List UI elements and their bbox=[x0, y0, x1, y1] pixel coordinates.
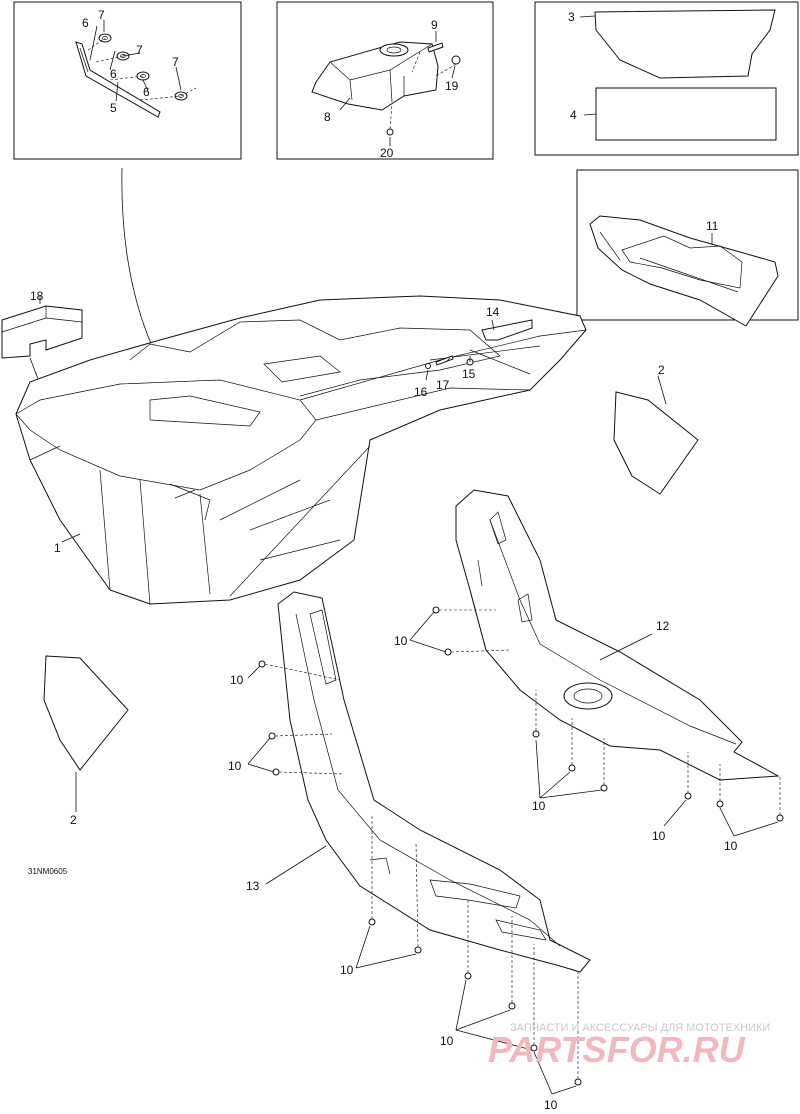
watermark: ЗАПЧАСТИ И АКСЕССУАРЫ ДЛЯ МОТОТЕХНИКИ PA… bbox=[488, 1022, 770, 1070]
callout-10: 10 bbox=[532, 799, 546, 813]
callout-10: 10 bbox=[228, 759, 242, 773]
inset-decals: 3 4 bbox=[534, 1, 799, 156]
callout-11: 11 bbox=[706, 219, 719, 233]
callout-17: 17 bbox=[436, 378, 450, 392]
callout-10: 10 bbox=[724, 839, 738, 853]
callout-3: 3 bbox=[568, 10, 575, 24]
part-side-panel-right: 2 bbox=[613, 363, 699, 495]
callout-6: 6 bbox=[143, 85, 150, 99]
watermark-brand: PARTSFOR.RU bbox=[488, 1029, 746, 1070]
callout-1: 1 bbox=[54, 541, 61, 555]
callout-10: 10 bbox=[652, 829, 666, 843]
drawing-code: 31NM0605 bbox=[28, 867, 68, 876]
callout-19: 19 bbox=[445, 79, 459, 93]
part-liner-upper: 12 bbox=[455, 489, 780, 781]
callout-20: 20 bbox=[380, 146, 394, 160]
callout-2: 2 bbox=[658, 363, 665, 377]
callout-10: 10 bbox=[544, 1098, 558, 1112]
callout-9: 9 bbox=[431, 18, 438, 32]
part-side-panel-left: 2 bbox=[43, 655, 129, 827]
callout-10: 10 bbox=[394, 634, 408, 648]
part-liner-lower: 13 bbox=[246, 591, 591, 973]
callout-7: 7 bbox=[172, 55, 179, 69]
callout-18: 18 bbox=[30, 289, 44, 303]
callout-12: 12 bbox=[656, 619, 670, 633]
callout-13: 13 bbox=[246, 879, 260, 893]
callout-10: 10 bbox=[440, 1034, 454, 1048]
callout-6: 6 bbox=[110, 67, 117, 81]
callout-15: 15 bbox=[462, 367, 476, 381]
part-hull-body: 14 15 16 17 1 bbox=[15, 295, 587, 605]
callout-7: 7 bbox=[136, 43, 143, 57]
callout-6: 6 bbox=[82, 16, 89, 30]
callout-5: 5 bbox=[110, 101, 117, 115]
callout-4: 4 bbox=[570, 108, 577, 122]
callout-7: 7 bbox=[98, 8, 105, 22]
callout-16: 16 bbox=[414, 385, 428, 399]
callout-8: 8 bbox=[324, 110, 331, 124]
callout-2: 2 bbox=[70, 813, 77, 827]
screw-group: 10 10 10 10 10 10 10 10 10 bbox=[228, 606, 784, 1112]
callout-10: 10 bbox=[340, 963, 354, 977]
inset-bracket-grommets: 6 7 7 6 7 6 5 bbox=[13, 1, 242, 160]
callout-14: 14 bbox=[486, 305, 500, 319]
callout-10: 10 bbox=[230, 673, 244, 687]
inset-cover-fasteners: 9 19 8 20 bbox=[276, 1, 494, 160]
inset-seat: 11 bbox=[576, 169, 799, 327]
watermark-tagline: ЗАПЧАСТИ И АКСЕССУАРЫ ДЛЯ МОТОТЕХНИКИ bbox=[510, 1022, 770, 1034]
